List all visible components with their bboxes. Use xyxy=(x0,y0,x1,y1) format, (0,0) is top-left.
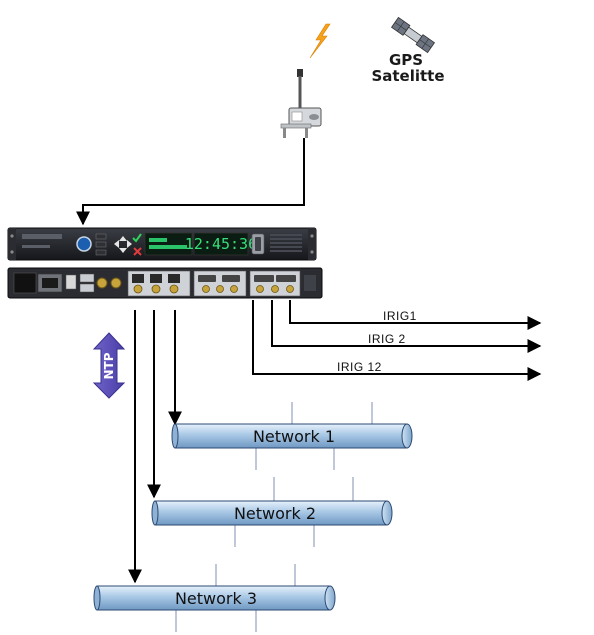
network3-pipe: Network 3 xyxy=(93,564,336,632)
network2-pipe: Network 2 xyxy=(151,477,393,547)
gps-antenna-icon xyxy=(280,69,322,138)
network1-pipe: Network 1 xyxy=(171,402,413,470)
ntp-label: NTP xyxy=(102,352,116,379)
time-server-front-panel: 12:45:36 xyxy=(7,227,317,261)
lightning-icon xyxy=(309,23,331,59)
irig12-label: IRIG 12 xyxy=(337,360,382,374)
satellite-icon xyxy=(390,16,436,54)
satellite-label-line1: GPS xyxy=(389,51,423,69)
irig2-label: IRIG 2 xyxy=(368,332,406,346)
irig1-label: IRIG1 xyxy=(383,309,417,323)
time-server-rear-panel xyxy=(7,267,323,299)
network2-label: Network 2 xyxy=(234,504,316,523)
antenna-feed-line xyxy=(76,138,305,226)
network1-label: Network 1 xyxy=(253,427,335,446)
irig1-line xyxy=(289,300,542,330)
satellite-label-line2: Satelitte xyxy=(371,67,444,85)
network3-label: Network 3 xyxy=(175,589,257,608)
irig12-line xyxy=(252,300,542,381)
clock-display: 12:45:36 xyxy=(185,235,257,253)
irig2-line xyxy=(271,300,542,353)
ntp-double-arrow: NTP xyxy=(92,332,126,399)
